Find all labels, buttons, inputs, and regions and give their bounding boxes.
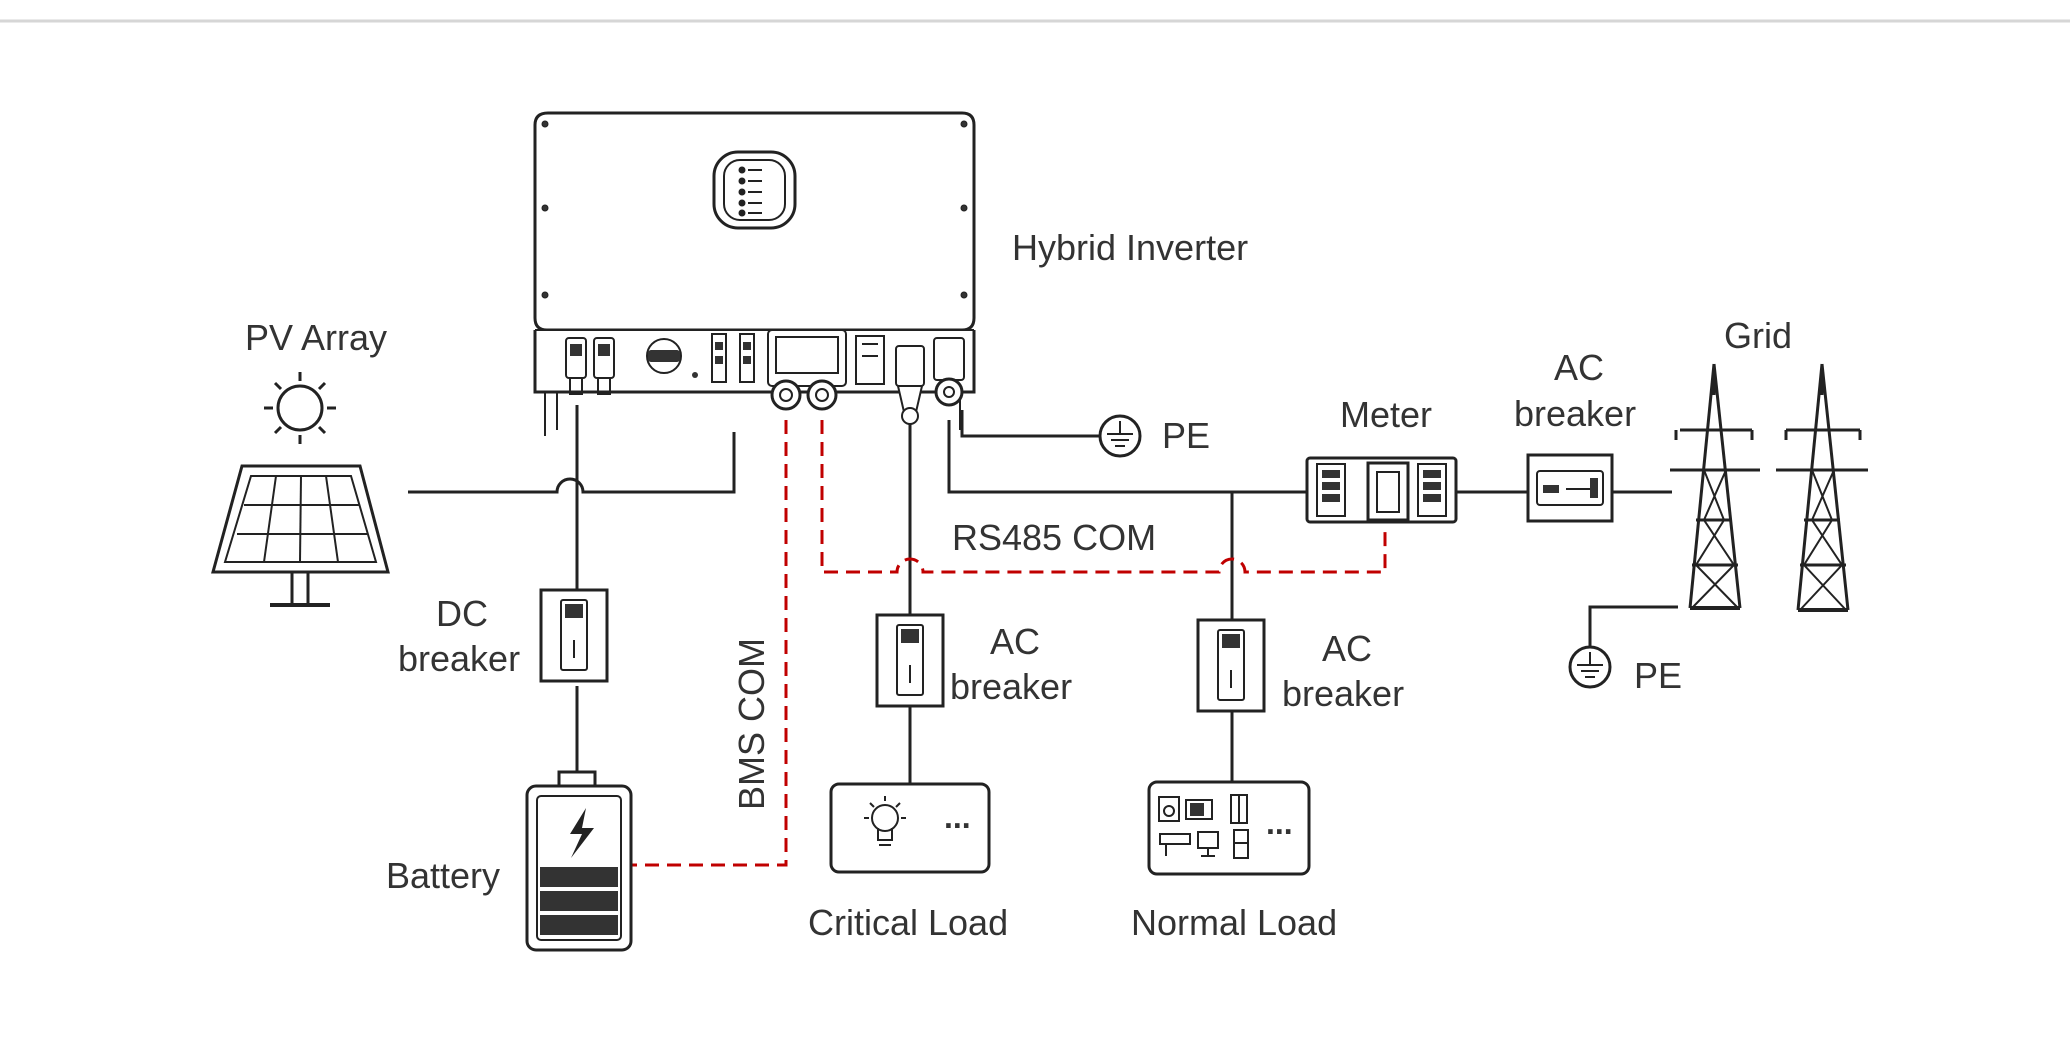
- transmission-tower-icon: [1670, 363, 1760, 610]
- meter-label: Meter: [1340, 394, 1432, 435]
- lightning-icon: [570, 808, 594, 858]
- comm-wires: [630, 420, 1387, 867]
- hybrid-inverter-label: Hybrid Inverter: [1012, 227, 1248, 268]
- ground-icon: [1568, 645, 1612, 689]
- critical-ac-breaker-label-line2: breaker: [950, 666, 1072, 707]
- rs485-com-label: RS485 COM: [952, 517, 1156, 558]
- hybrid-inverter-unit: [533, 111, 976, 436]
- grid-pe-label: PE: [1634, 655, 1682, 696]
- normal-load-ac-breaker-icon: [1196, 618, 1266, 713]
- normal-load-label: Normal Load: [1131, 902, 1337, 943]
- transmission-tower-icon: [1776, 363, 1868, 612]
- normal-ac-breaker-label-line2: breaker: [1282, 673, 1404, 714]
- critical-load-box: [829, 782, 991, 874]
- bms-com-label: BMS COM: [731, 638, 772, 810]
- sun-icon: [264, 372, 336, 444]
- battery-icon: [525, 770, 633, 952]
- inverter-pe-label: PE: [1162, 415, 1210, 456]
- ground-icon: [1098, 414, 1142, 458]
- grid-ac-breaker-label-line1: AC: [1554, 347, 1604, 388]
- dc-breaker-label-line1: DC: [436, 593, 488, 634]
- inverter-display-icon: [712, 150, 797, 230]
- power-wires: [408, 405, 1678, 784]
- normal-load-box: [1147, 780, 1311, 876]
- appliances-icon: [1158, 794, 1249, 859]
- grid-ac-breaker-icon: [1526, 453, 1614, 523]
- solar-panel-icon: [211, 464, 390, 607]
- meter-icon: [1297, 456, 1458, 524]
- critical-ac-breaker-label-line1: AC: [990, 621, 1040, 662]
- dc-breaker-label-line2: breaker: [398, 638, 520, 679]
- pv-array-label: PV Array: [245, 317, 387, 358]
- critical-load-ac-breaker-icon: [875, 613, 945, 708]
- battery-label: Battery: [386, 855, 500, 896]
- grid-ac-breaker-label-line2: breaker: [1514, 393, 1636, 434]
- dc-breaker-icon: [539, 588, 609, 683]
- critical-load-label: Critical Load: [808, 902, 1008, 943]
- normal-load-ellipsis: ...: [1266, 805, 1293, 841]
- critical-load-ellipsis: ...: [944, 799, 971, 835]
- normal-ac-breaker-label-line1: AC: [1322, 628, 1372, 669]
- bulb-icon: [864, 796, 906, 846]
- grid-label: Grid: [1724, 315, 1792, 356]
